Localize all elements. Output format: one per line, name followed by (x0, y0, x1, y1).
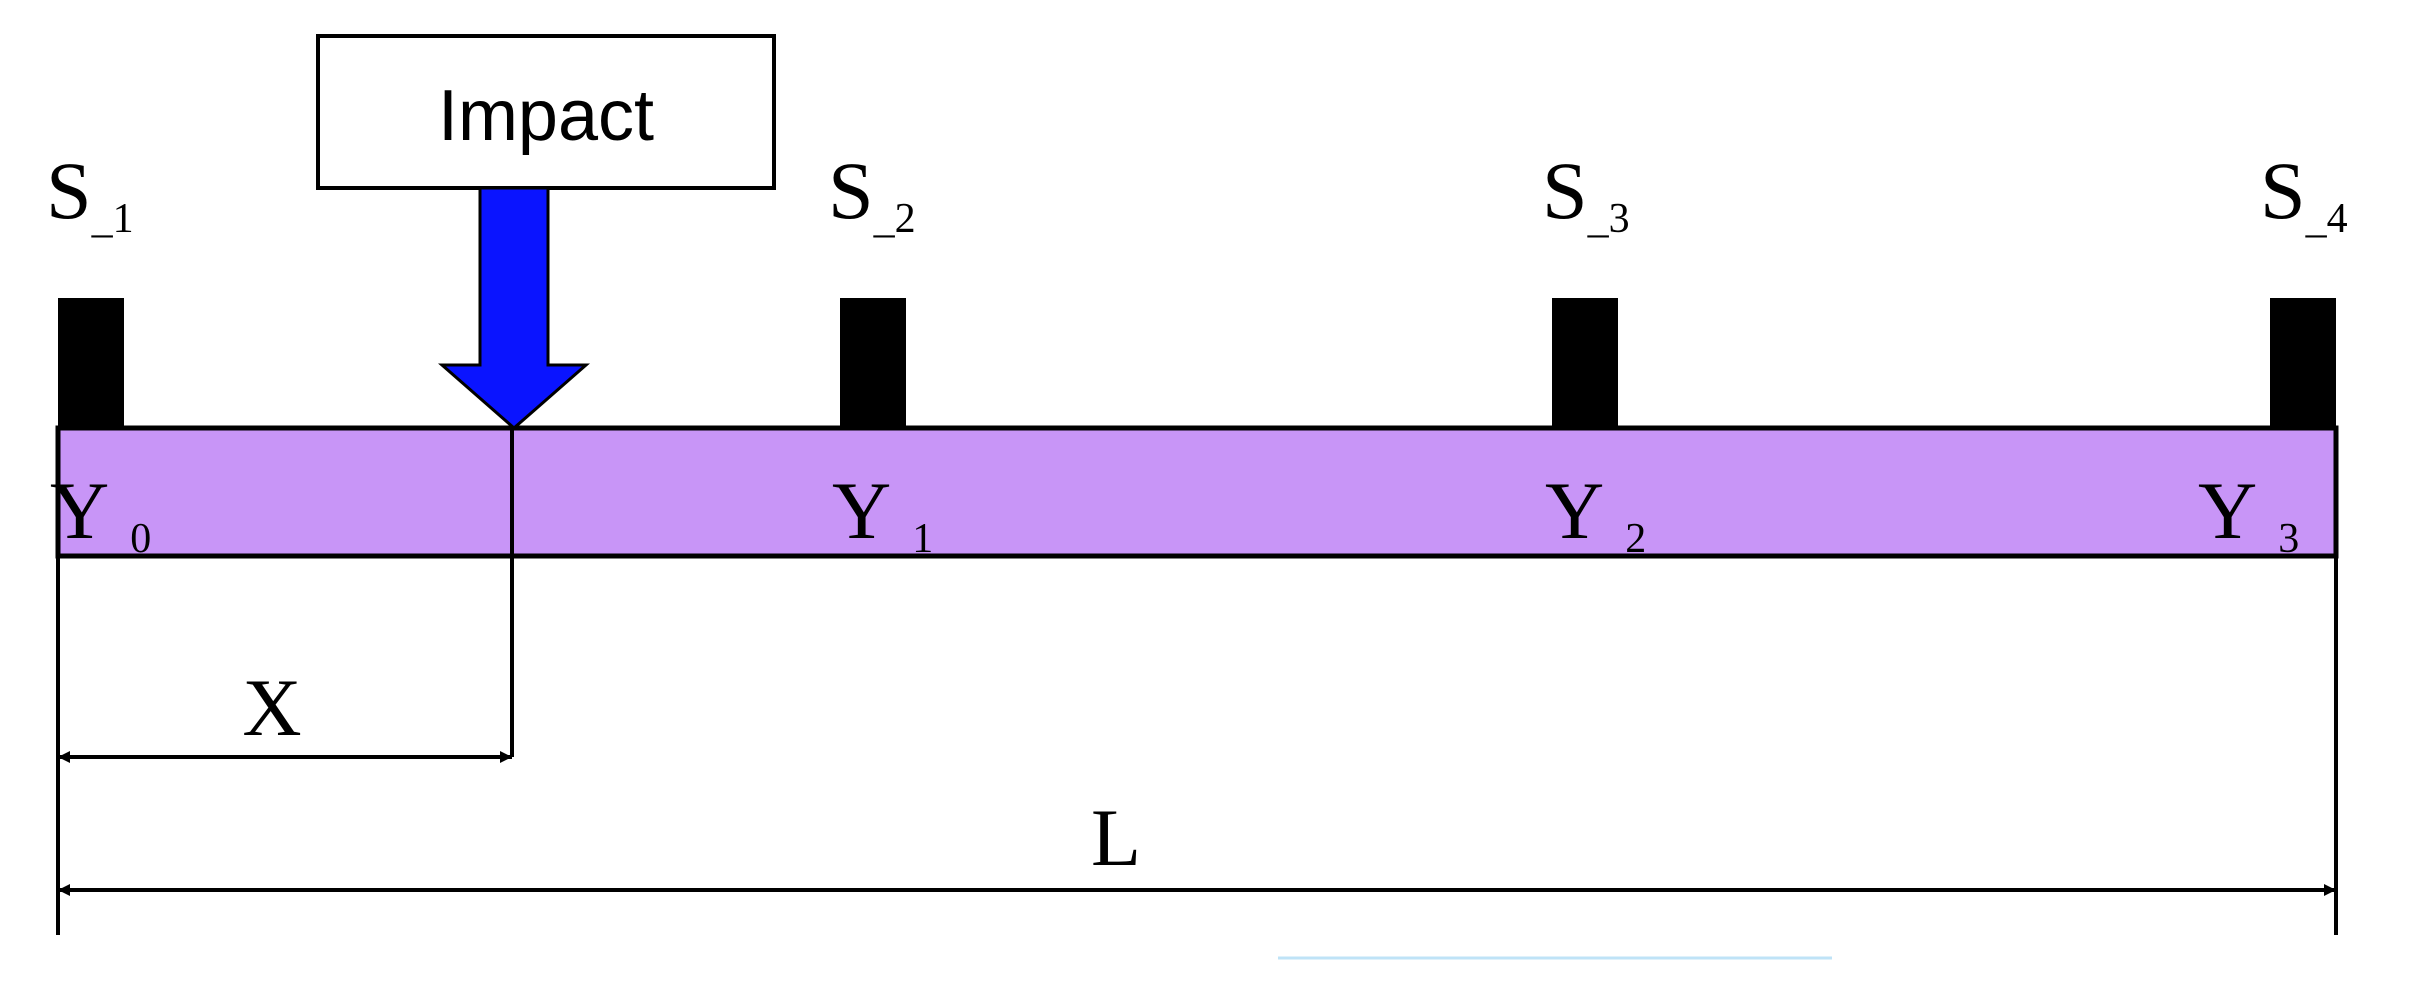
sensor-block-4 (2270, 298, 2336, 428)
dimension-x-label: X (242, 662, 301, 753)
sensor-label-2: S_2 (828, 145, 916, 242)
sensor-label-4: S_4 (2260, 145, 2348, 242)
sensor-label-3: S_3 (1542, 145, 1630, 242)
point-label-2: Y_2 (1545, 465, 1646, 562)
dimension-l-label: L (1091, 792, 1141, 883)
beam (55, 425, 2339, 559)
impact-label: Impact (438, 76, 654, 156)
impact-box (316, 34, 776, 190)
sensor-block-2 (840, 298, 906, 428)
sensor-block-1 (58, 298, 124, 428)
point-label-0: Y_0 (50, 465, 151, 562)
sensor-label-1: S_1 (46, 145, 134, 242)
point-label-1: Y_1 (832, 465, 933, 562)
impact-arrow (438, 186, 590, 430)
point-label-3: Y_3 (2198, 465, 2299, 562)
sensor-block-3 (1552, 298, 1618, 428)
